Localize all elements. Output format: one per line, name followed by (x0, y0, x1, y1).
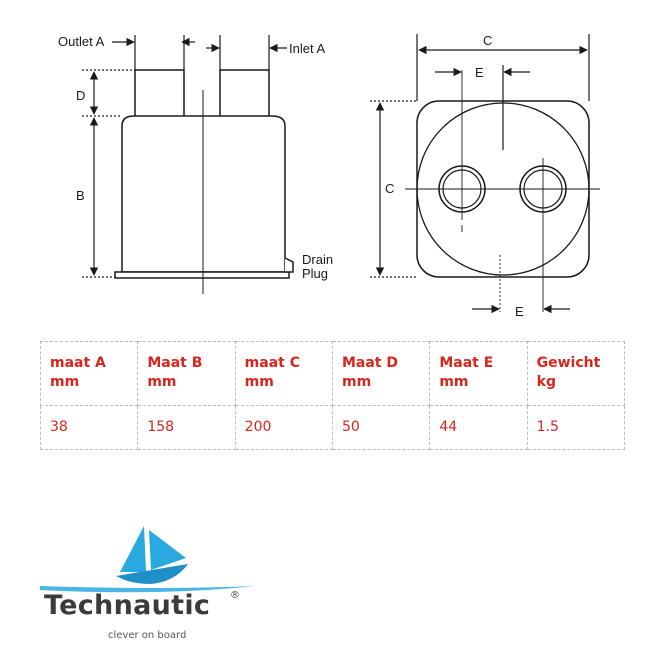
spec-value-row: 38 158 200 50 44 1.5 (39, 405, 626, 450)
side-view (114, 69, 294, 294)
spec-value-cell: 50 (331, 405, 431, 450)
drain-label: Drain (302, 252, 333, 267)
dim-e-top-label: E (475, 65, 484, 80)
sailboat-logo-icon (40, 526, 255, 593)
spec-value-cell: 200 (234, 405, 333, 450)
dim-e-bottom-label: E (515, 304, 524, 319)
dim-d-label: D (76, 88, 85, 103)
brand-name: Technautic (44, 590, 211, 621)
dim-c-side-label: C (385, 181, 394, 196)
plug-label: Plug (302, 266, 328, 281)
brand-logo: Technautic ® clever on board (40, 520, 300, 645)
inlet-pipe (219, 69, 270, 119)
brand-tagline: clever on board (108, 630, 187, 641)
drain-plug (284, 257, 294, 273)
registered-mark: ® (230, 590, 240, 601)
technical-drawing: Outlet A Inlet A D B Drain Plug (58, 33, 600, 319)
inlet-label: Inlet A (289, 41, 325, 56)
spec-value-cell: 44 (429, 405, 528, 450)
outlet-pipe (134, 69, 185, 119)
spec-value-cell: 1.5 (526, 405, 626, 450)
dim-c-top-label: C (483, 33, 492, 48)
spec-value-cell: 158 (137, 405, 236, 450)
outlet-label: Outlet A (58, 34, 105, 49)
base-plate (114, 271, 290, 279)
dim-b-label: B (76, 188, 85, 203)
spec-value-cell: 38 (39, 405, 139, 450)
